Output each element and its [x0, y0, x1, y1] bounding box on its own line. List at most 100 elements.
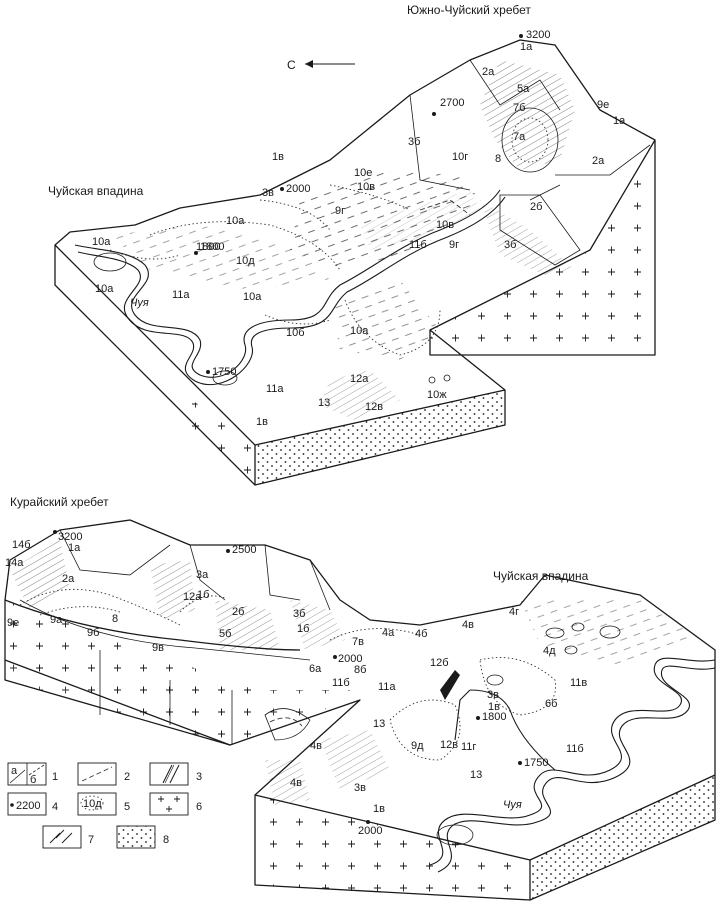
svg-text:6: 6 — [196, 801, 202, 813]
bottom-unit-label: 5б — [219, 628, 231, 640]
legend: а б 1 2 3 2200 4 10д — [7, 762, 202, 849]
top-unit-label: 10в — [436, 219, 454, 231]
bottom-peak-1800: 1800 — [482, 711, 506, 723]
bottom-unit-label: 4а — [382, 627, 395, 639]
bottom-unit-label: 11б — [566, 743, 584, 755]
bottom-unit-label: 1б — [197, 589, 209, 601]
top-peak-1800: 1800 — [196, 241, 220, 253]
svg-text:10д: 10д — [83, 798, 102, 810]
bottom-unit-label: 9а — [50, 614, 63, 626]
bottom-unit-label: 1б — [297, 623, 309, 635]
top-peak-2700: 2700 — [440, 97, 464, 109]
top-unit-label: 7б — [513, 102, 525, 114]
svg-text:С: С — [287, 58, 296, 72]
top-unit-label: 9г — [335, 205, 345, 217]
top-unit-label: 2б — [530, 201, 542, 213]
top-unit-label: 11б — [409, 239, 427, 251]
bottom-unit-label: 11в — [570, 677, 587, 689]
top-unit-label: 12в — [365, 401, 383, 413]
top-unit-label: 10д — [236, 255, 255, 267]
top-unit-label: 10г — [452, 151, 468, 163]
svg-text:2200: 2200 — [16, 800, 40, 812]
bottom-peak-1750: 1750 — [524, 757, 548, 769]
top-unit-label: 9г — [449, 239, 459, 251]
bottom-peak-2000: 2000 — [338, 653, 362, 665]
top-unit-label: 1800 — [200, 241, 224, 253]
top-unit-label: 10в — [357, 181, 375, 193]
bottom-unit-label: 4б — [415, 628, 427, 640]
top-unit-label: 3в — [262, 187, 274, 199]
bottom-unit-label: 2б — [232, 606, 244, 618]
top-unit-label: 10е — [354, 167, 372, 179]
bottom-front-face — [255, 795, 530, 900]
top-unit-label: 3б — [504, 239, 516, 251]
svg-text:1: 1 — [52, 771, 58, 783]
bottom-unit-label: 11а — [378, 681, 396, 693]
top-unit-label: 9е — [597, 99, 609, 111]
top-block-front-face-dotted — [255, 390, 505, 485]
bottom-unit-label: 8 — [112, 613, 118, 625]
bottom-unit-label: 13 — [373, 718, 385, 730]
bottom-peaks: 3200 2500 2000 1800 1750 2000 — [53, 530, 548, 837]
legend-item-5: 10д 5 — [77, 792, 130, 816]
top-unit-label: 13 — [318, 397, 330, 409]
bottom-unit-label: 3б — [293, 608, 305, 620]
top-block-mountain-front-face — [430, 140, 655, 355]
legend-item-7: 7 — [42, 825, 94, 849]
top-unit-label: 1в — [272, 151, 284, 163]
legend-item-2: 2 — [77, 762, 130, 786]
svg-text:5: 5 — [124, 801, 130, 813]
bottom-unit-label: 9д — [411, 740, 424, 752]
top-unit-label: 10а — [243, 291, 262, 303]
top-peak-2000: 2000 — [286, 183, 310, 195]
top-unit-label: 8 — [495, 153, 501, 165]
bottom-unit-label: 6б — [545, 698, 557, 710]
svg-text:а: а — [11, 765, 18, 777]
bottom-peak-2000-b: 2000 — [358, 825, 382, 837]
top-peak-3200: 3200 — [526, 29, 550, 41]
top-unit-label: 12а — [350, 373, 369, 385]
svg-text:2: 2 — [124, 771, 130, 783]
legend-item-6: 6 — [149, 792, 202, 816]
bottom-unit-label: 4г — [509, 606, 519, 618]
top-block-outline — [54, 39, 656, 486]
bottom-unit-label: 9б — [87, 627, 99, 639]
bottom-unit-label: 4в — [310, 740, 322, 752]
bottom-peak-2500: 2500 — [232, 544, 256, 556]
top-river-label: Чуя — [130, 297, 149, 309]
top-unit-label: 2а — [482, 66, 495, 78]
top-unit-label: 10а — [95, 283, 114, 295]
top-unit-label: 3б — [408, 136, 420, 148]
bottom-unit-label: 7в — [352, 636, 364, 648]
top-unit-label: 1а — [613, 115, 626, 127]
top-unit-label: 5а — [517, 83, 530, 95]
legend-item-8: 8 — [116, 825, 169, 849]
bottom-unit-label: 1в — [488, 701, 500, 713]
bottom-unit-label: 3а — [196, 569, 209, 581]
bottom-unit-label: 4в — [290, 777, 302, 789]
svg-text:7: 7 — [88, 834, 94, 846]
bottom-ridge-title: Курайский хребет — [10, 495, 109, 509]
bottom-unit-label: 1в — [373, 803, 385, 815]
bottom-unit-label: 3в — [354, 782, 366, 794]
top-unit-label: 10а — [350, 325, 369, 337]
bottom-right-face — [530, 775, 715, 900]
top-unit-label: 11а — [172, 289, 190, 301]
bottom-unit-label: 3в — [487, 689, 499, 701]
top-peak-1750: 1750 — [212, 366, 236, 378]
bottom-basin-title: Чуйская впадина — [493, 569, 589, 583]
bottom-unit-label: 12а — [183, 591, 202, 603]
bottom-river-chuya — [429, 657, 716, 866]
bottom-unit-label: 13 — [470, 769, 482, 781]
top-unit-label: 10а — [92, 236, 111, 248]
bottom-back-face — [5, 660, 350, 745]
bottom-unit-label: 11б — [332, 677, 350, 689]
bottom-unit-label: 12в — [440, 739, 458, 751]
top-unit-label: 2а — [592, 155, 605, 167]
top-block-crystalline-face — [185, 395, 255, 485]
bottom-unit-label: 4в — [462, 619, 474, 631]
top-unit-label: 1в — [256, 416, 268, 428]
